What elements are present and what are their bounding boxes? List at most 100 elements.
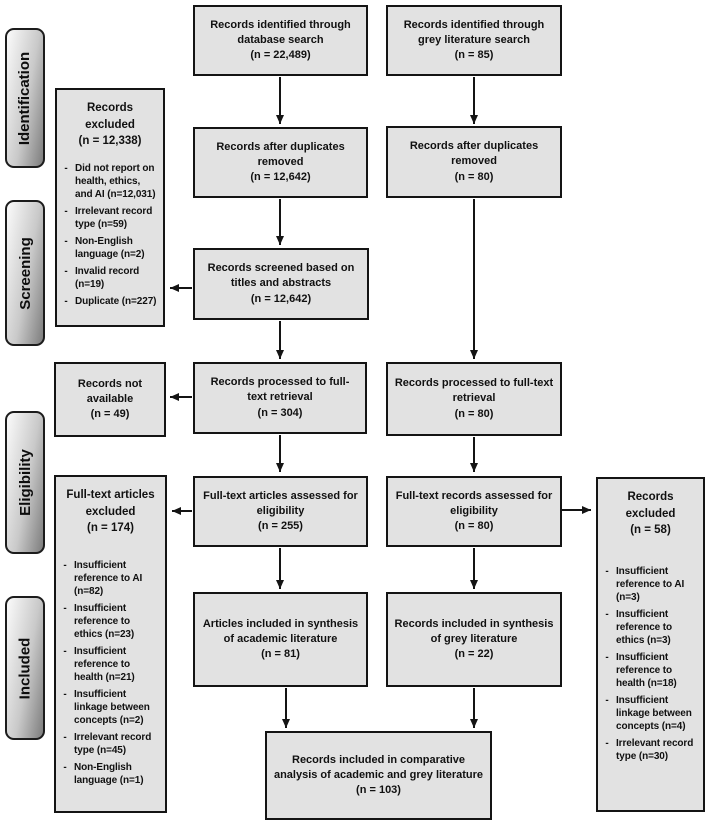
exclusion-reasons-list: -Insufficient reference to AI (n=82) -In…: [61, 559, 160, 787]
box-grey-fulltext: Records processed to full-text retrieval…: [386, 362, 562, 436]
box-label: Records after duplicates removed: [216, 140, 345, 168]
stage-eligibility: Eligibility: [5, 411, 45, 554]
box-label: Records screened based on titles and abs…: [207, 262, 355, 290]
box-label: Records processed to full-text retrieval: [394, 377, 554, 405]
box-count: (n = 255): [258, 520, 303, 533]
exclusion-reason: -Non-English language (n=2): [62, 235, 158, 261]
dash-bullet: -: [64, 296, 68, 308]
dash-bullet: -: [63, 560, 67, 572]
exclusion-reason-text: Insufficient reference to AI (n=3): [616, 566, 685, 604]
exclusion-reason: -Irrelevant record type (n=45): [61, 731, 160, 757]
exclusion-reason: -Insufficient linkage between concepts (…: [603, 694, 698, 733]
dash-bullet: -: [63, 646, 67, 658]
box-label: Full-text articles assessed for eligibil…: [203, 489, 358, 517]
exclusion-reason: -Did not report on health, ethics, and A…: [62, 162, 158, 201]
stage-included-label: Included: [16, 637, 34, 699]
box-count: (n = 80): [454, 407, 494, 420]
dash-bullet: -: [63, 762, 67, 774]
dash-bullet: -: [63, 603, 67, 615]
stage-identification-label: Identification: [16, 51, 34, 145]
dash-bullet: -: [63, 732, 67, 744]
box-academic-assessed: Full-text articles assessed for eligibil…: [193, 476, 368, 547]
box-count: (n = 174): [87, 522, 134, 535]
box-count: (n = 22,489): [250, 49, 311, 62]
dash-bullet: -: [64, 163, 68, 175]
exclusion-reason-text: Insufficient reference to health (n=18): [616, 652, 677, 690]
box-count: (n = 58): [630, 524, 671, 537]
box-label: Records excluded: [85, 102, 135, 131]
box-grey-dedup: Records after duplicates removed (n = 80…: [386, 126, 562, 198]
box-records-excluded-screening: Records excluded (n = 12,338) -Did not r…: [55, 88, 165, 327]
dash-bullet: -: [605, 566, 609, 578]
box-count: (n = 80): [454, 170, 494, 183]
box-label: Full-text records assessed for eligibili…: [395, 489, 553, 517]
box-count: (n = 12,642): [250, 171, 311, 184]
dash-bullet: -: [64, 266, 68, 278]
exclusion-reason: -Duplicate (n=227): [62, 295, 158, 308]
exclusion-reason: -Insufficient reference to health (n=21): [61, 645, 160, 684]
box-academic-included: Articles included in synthesis of academ…: [193, 592, 368, 687]
exclusion-reason: -Insufficient reference to AI (n=3): [603, 565, 698, 604]
stage-included: Included: [5, 596, 45, 740]
box-label: Records included in synthesis of grey li…: [394, 617, 554, 645]
box-count: (n = 81): [261, 648, 300, 661]
exclusion-reason: -Insufficient linkage between concepts (…: [61, 688, 160, 727]
box-count: (n = 12,338): [78, 135, 142, 148]
box-records-not-available: Records not available (n = 49): [54, 362, 166, 437]
exclusion-reason: -Insufficient reference to ethics (n=23): [61, 602, 160, 641]
exclusion-reasons-list: -Insufficient reference to AI (n=3) -Ins…: [603, 565, 698, 763]
exclusion-reason-text: Insufficient reference to ethics (n=23): [74, 603, 135, 641]
exclusion-reason-text: Insufficient reference to ethics (n=3): [616, 609, 673, 647]
exclusion-reason-text: Did not report on health, ethics, and AI…: [75, 163, 156, 201]
dash-bullet: -: [605, 738, 609, 750]
box-count: (n = 49): [90, 408, 130, 421]
dash-bullet: -: [605, 652, 609, 664]
box-count: (n = 103): [356, 784, 401, 797]
box-label: Full-text articles excluded: [66, 489, 155, 518]
exclusion-reason: -Irrelevant record type (n=30): [603, 737, 698, 763]
exclusion-reason-text: Invalid record (n=19): [75, 266, 140, 291]
box-academic-identified: Records identified through database sear…: [193, 5, 368, 76]
box-count: (n = 22): [454, 648, 494, 661]
exclusion-reason: -Non-English language (n=1): [61, 761, 160, 787]
exclusion-reason-text: Irrelevant record type (n=59): [75, 206, 153, 231]
box-grey-assessed: Full-text records assessed for eligibili…: [386, 476, 562, 547]
box-label: Records identified through database sear…: [210, 18, 351, 46]
box-fulltext-articles-excluded: Full-text articles excluded (n = 174) -I…: [54, 475, 167, 813]
exclusion-reason-text: Duplicate (n=227): [75, 296, 157, 308]
box-academic-dedup: Records after duplicates removed (n = 12…: [193, 127, 368, 198]
box-grey-identified: Records identified through grey literatu…: [386, 5, 562, 76]
box-label: Records processed to full-text retrieval: [210, 376, 350, 404]
box-count: (n = 304): [257, 406, 303, 419]
stage-screening-label: Screening: [16, 236, 34, 310]
exclusion-reason-text: Insufficient linkage between concepts (n…: [74, 689, 150, 727]
box-label: Records included in comparative analysis…: [273, 753, 484, 781]
box-count: (n = 12,642): [250, 292, 312, 305]
exclusion-reason: -Irrelevant record type (n=59): [62, 205, 158, 231]
box-label: Articles included in synthesis of academ…: [202, 617, 359, 645]
box-academic-fulltext: Records processed to full-text retrieval…: [193, 362, 367, 434]
exclusion-reason-text: Irrelevant record type (n=45): [74, 732, 152, 757]
exclusion-reason: -Insufficient reference to ethics (n=3): [603, 608, 698, 647]
box-grey-included: Records included in synthesis of grey li…: [386, 592, 562, 687]
dash-bullet: -: [605, 609, 609, 621]
box-label: Records after duplicates removed: [409, 140, 539, 168]
dash-bullet: -: [605, 695, 609, 707]
dash-bullet: -: [64, 236, 68, 248]
stage-screening: Screening: [5, 200, 45, 346]
box-label: Records identified through grey literatu…: [403, 18, 545, 46]
exclusion-reason-text: Non-English language (n=2): [75, 236, 145, 261]
box-combined-analysis: Records included in comparative analysis…: [265, 731, 492, 820]
box-records-excluded-grey: Records excluded (n = 58) -Insufficient …: [596, 477, 705, 812]
exclusion-reason-text: Non-English language (n=1): [74, 762, 144, 787]
exclusion-reason-text: Insufficient linkage between concepts (n…: [616, 695, 692, 733]
exclusion-reasons-list: -Did not report on health, ethics, and A…: [62, 162, 158, 308]
exclusion-reason-text: Insufficient reference to health (n=21): [74, 646, 135, 684]
dash-bullet: -: [64, 206, 68, 218]
stage-identification: Identification: [5, 28, 45, 168]
box-label: Records not available: [77, 377, 143, 405]
exclusion-reason: -Insufficient reference to AI (n=82): [61, 559, 160, 598]
exclusion-reason-text: Irrelevant record type (n=30): [616, 738, 694, 763]
box-label: Records excluded: [625, 491, 676, 520]
exclusion-reason: -Insufficient reference to health (n=18): [603, 651, 698, 690]
